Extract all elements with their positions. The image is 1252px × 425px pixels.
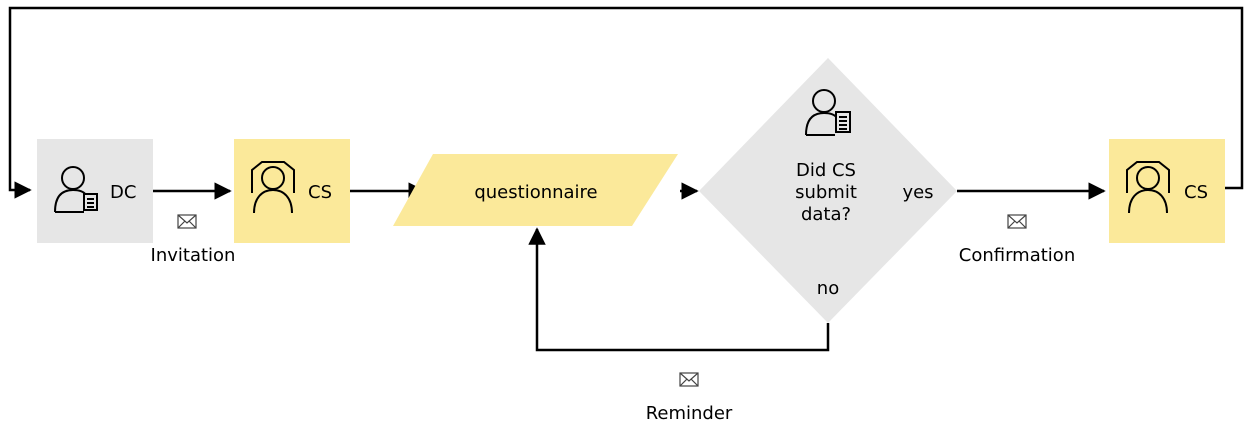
cs-end-label: CS (1184, 182, 1208, 203)
decision-node: Did CS submit data? yes no (699, 58, 957, 323)
reminder-connector (528, 227, 830, 352)
yes-label: yes (902, 182, 933, 203)
dc-box (37, 139, 153, 243)
questionnaire-shape (393, 154, 678, 226)
questionnaire-label: questionnaire (474, 182, 597, 203)
decision-line-3: data? (801, 204, 851, 225)
decision-line-2: submit (795, 182, 857, 203)
envelope-icon (679, 372, 699, 387)
questionnaire-node: questionnaire (393, 154, 678, 226)
reminder-label: Reminder (646, 403, 733, 424)
cs-start-label: CS (308, 182, 332, 203)
confirmation-label: Confirmation (959, 245, 1075, 266)
dc-node: DC (37, 139, 153, 243)
person-document-icon (805, 89, 851, 136)
no-label: no (817, 278, 839, 299)
cs-end-node: CS (1109, 139, 1225, 243)
cs-end-box (1109, 139, 1225, 243)
citizen-scientist-icon (251, 161, 295, 214)
envelope-icon (177, 214, 197, 229)
citizen-scientist-icon (1126, 161, 1170, 214)
cs-start-node: CS (234, 139, 350, 243)
envelope-icon (1007, 214, 1027, 229)
dc-label: DC (110, 182, 136, 203)
invitation-label: Invitation (151, 245, 236, 266)
decision-diamond (699, 58, 957, 323)
cs-start-box (234, 139, 350, 243)
decision-line-1: Did CS (796, 160, 856, 181)
loop-back-connector (8, 6, 1244, 199)
person-document-icon (54, 166, 98, 213)
